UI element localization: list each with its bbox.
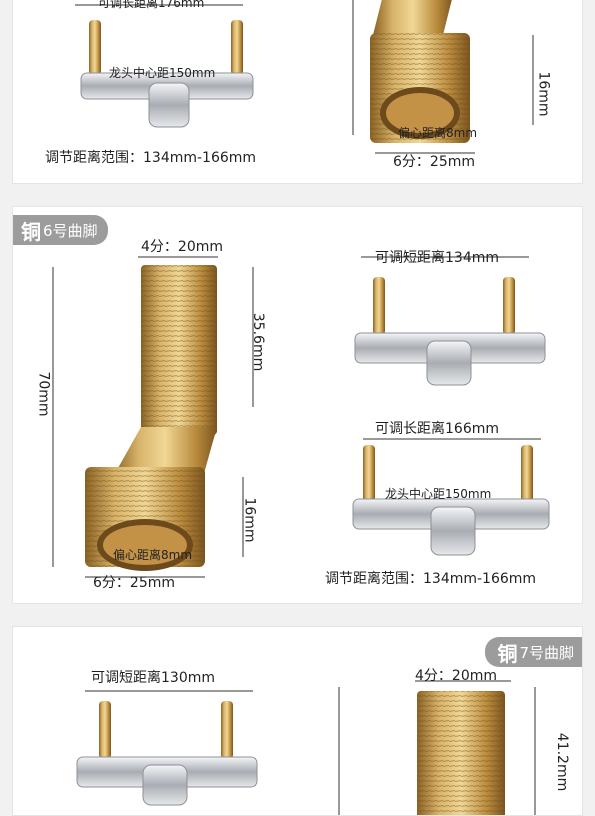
faucet-bracket-image <box>75 4 254 128</box>
elbow-fitting-image <box>338 680 536 815</box>
model-tag: 铜 6号曲脚 <box>13 215 108 245</box>
tag-char: 铜 <box>21 219 41 244</box>
center-distance-label: 龙头中心距150mm <box>385 487 492 501</box>
tag-text: 6号曲脚 <box>43 221 98 240</box>
height-upper-label: 35.6mm <box>250 312 267 372</box>
height-label: 16mm <box>535 71 552 117</box>
model-tag: 铜 7号曲脚 <box>485 637 582 667</box>
product-panel-3: 铜 7号曲脚 可调短距离130mm 4分：20mm 41.2mm <box>12 626 583 816</box>
adjust-range-label: 调节距离范围：134mm-166mm <box>45 150 257 166</box>
long-adjust-label: 可调长距离166mm <box>375 421 499 437</box>
top-thread-label: 4分：20mm <box>141 239 223 255</box>
faucet-bracket-long-image <box>352 438 550 556</box>
product-panel-2: 铜 6号曲脚 4分：20mm 70mm 35.6mm 16mm 偏心距离8mm … <box>12 206 583 604</box>
short-adjust-label: 可调短距离134mm <box>375 250 499 266</box>
faucet-bracket-image <box>76 690 258 806</box>
height-total-label: 70mm <box>35 371 52 417</box>
offset-label: 偏心距离8mm <box>113 548 193 562</box>
elbow-fitting-image <box>52 256 254 578</box>
elbow-fitting-image <box>352 0 534 154</box>
long-adjust-label: 可调长距离176mm <box>98 0 205 10</box>
height-lower-label: 16mm <box>241 497 258 543</box>
top-thread-label: 4分：20mm <box>415 668 497 684</box>
faucet-bracket-short-image <box>354 256 546 386</box>
thread-label: 6分：25mm <box>93 575 175 591</box>
center-distance-label: 龙头中心距150mm <box>109 66 216 80</box>
offset-label: 偏心距离8mm <box>398 126 478 140</box>
tag-char: 铜 <box>497 641 518 666</box>
adjust-range-label: 调节距离范围：134mm-166mm <box>325 571 537 587</box>
short-adjust-label: 可调短距离130mm <box>91 670 215 686</box>
product-panel-1: 可调长距离176mm 龙头中心距150mm 调节距离范围：134mm-166mm… <box>12 0 583 184</box>
height-upper-label: 41.2mm <box>554 732 571 792</box>
thread-label: 6分：25mm <box>393 154 475 170</box>
tag-text: 7号曲脚 <box>519 643 574 662</box>
